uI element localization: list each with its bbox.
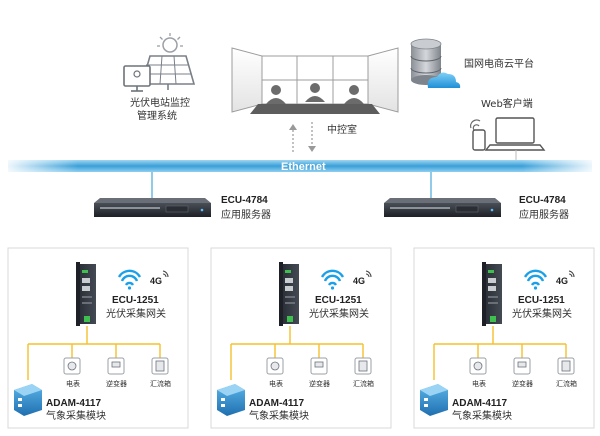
gateway-role: 光伏采集网关 — [309, 307, 369, 320]
wifi-icon — [523, 269, 548, 290]
ethernet-bus — [8, 160, 592, 172]
monitoring-system-label-line2: 管理系统 — [137, 109, 177, 122]
combiner-box-device-icon — [354, 357, 372, 375]
device-label-inverter: 逆变器 — [106, 379, 127, 388]
weather-module-model: ADAM-4117 — [452, 398, 507, 409]
inverter-device-icon — [107, 357, 125, 375]
weather-module-icon — [14, 384, 42, 416]
weather-module-icon — [217, 384, 245, 416]
control-room-label: 中控室 — [327, 123, 357, 136]
device-label-combiner-box: 汇流箱 — [556, 379, 577, 388]
server-1-model: ECU-4784 — [221, 195, 268, 206]
device-label-meter: 电表 — [472, 379, 486, 388]
device-label-inverter: 逆变器 — [309, 379, 330, 388]
device-label-combiner-box: 汇流箱 — [150, 379, 171, 388]
web-client-label: Web客户端 — [481, 97, 533, 110]
gateway-model: ECU-1251 — [518, 295, 565, 306]
gateway-device-icon — [279, 262, 299, 326]
device-label-meter: 电表 — [66, 379, 80, 388]
site-panel-3: 4G ECU-1251 光伏采集网关 电表 逆变器 汇流箱 ADAM-4117 … — [413, 247, 595, 429]
cellular-4g-label: 4G — [353, 276, 365, 286]
ethernet-label: Ethernet — [281, 161, 326, 173]
weather-module-model: ADAM-4117 — [249, 398, 304, 409]
server-2-model: ECU-4784 — [519, 195, 566, 206]
weather-module-model: ADAM-4117 — [46, 398, 101, 409]
site-panel-1: 4G ECU-1251 光伏采集网关 电表 逆变器 汇流箱 ADAM-4117 … — [7, 247, 189, 429]
control-room-icon — [231, 47, 399, 114]
field-bus-lines — [230, 326, 364, 380]
cellular-signal-icon — [568, 270, 575, 278]
weather-module-icon — [420, 384, 448, 416]
gateway-model: ECU-1251 — [315, 295, 362, 306]
cellular-4g-label: 4G — [556, 276, 568, 286]
server-2-role: 应用服务器 — [519, 208, 569, 221]
combiner-box-device-icon — [557, 357, 575, 375]
gateway-device-icon — [482, 262, 502, 326]
inverter-device-icon — [310, 357, 328, 375]
gateway-role: 光伏采集网关 — [106, 307, 166, 320]
web-client-icon — [470, 117, 546, 151]
device-label-meter: 电表 — [269, 379, 283, 388]
cellular-signal-icon — [162, 270, 169, 278]
gateway-device-icon — [76, 262, 96, 326]
cellular-signal-icon — [365, 270, 372, 278]
field-bus-lines — [433, 326, 567, 380]
weather-module-role: 气象采集模块 — [46, 409, 106, 422]
monitoring-system-label-line1: 光伏电站监控 — [130, 96, 190, 109]
field-bus-lines — [27, 326, 161, 380]
server-1-rack-icon — [94, 198, 211, 217]
cloud-database-icon — [410, 38, 461, 88]
cloud-platform-label: 国网电商云平台 — [464, 57, 534, 70]
meter-device-icon — [266, 357, 284, 375]
wifi-icon — [320, 269, 345, 290]
site-panel-2: 4G ECU-1251 光伏采集网关 电表 逆变器 汇流箱 ADAM-4117 … — [210, 247, 392, 429]
meter-device-icon — [63, 357, 81, 375]
meter-device-icon — [469, 357, 487, 375]
weather-module-role: 气象采集模块 — [452, 409, 512, 422]
device-label-inverter: 逆变器 — [512, 379, 533, 388]
weather-module-role: 气象采集模块 — [249, 409, 309, 422]
wifi-icon — [117, 269, 142, 290]
inverter-device-icon — [513, 357, 531, 375]
control-room-link-arrows — [289, 122, 316, 152]
gateway-model: ECU-1251 — [112, 295, 159, 306]
monitoring-system-icon — [123, 33, 196, 92]
gateway-role: 光伏采集网关 — [512, 307, 572, 320]
combiner-box-device-icon — [151, 357, 169, 375]
server-1-role: 应用服务器 — [221, 208, 271, 221]
device-label-combiner-box: 汇流箱 — [353, 379, 374, 388]
server-2-rack-icon — [384, 198, 501, 217]
cellular-4g-label: 4G — [150, 276, 162, 286]
